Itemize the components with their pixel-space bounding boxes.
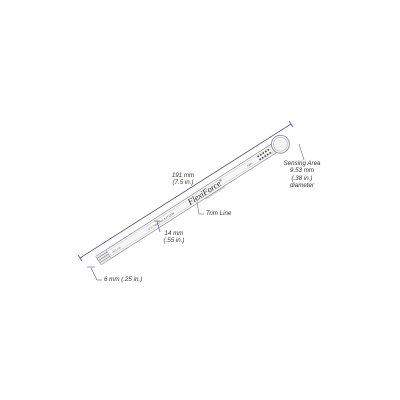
length-in: (7.5 in.): [172, 179, 194, 187]
trim-line-label: Trim Line: [206, 210, 232, 217]
length-label: 191 mm (7.5 in.): [168, 172, 198, 187]
model-code: A201: [246, 161, 254, 168]
pin-width-label: 6 mm (.25 in.): [104, 276, 143, 283]
sensing-title: Sensing Area: [283, 160, 321, 167]
sensing-area-callout: [298, 143, 305, 161]
width-dimension: [154, 220, 161, 233]
sensing-area-circle: [270, 134, 290, 154]
width-label: 14 mm (.55 in.): [159, 230, 189, 245]
sensing-area-label: Sensing Area 9.53 mm (.38 in.) diameter: [280, 160, 324, 190]
sensing-unit: diameter: [289, 182, 315, 190]
trim-line-callout: [196, 201, 204, 215]
width-mm: 14 mm: [164, 230, 184, 237]
pin-dimension: [87, 266, 102, 281]
width-in: (.55 in.): [163, 237, 185, 245]
connector-pins: [95, 249, 112, 266]
length-dimension: [77, 120, 294, 262]
sensor-strip: FlexiForce® TEKSCAN FORCE SENSOR A201 U.…: [95, 134, 290, 266]
trademark-symbol: ®: [218, 177, 223, 183]
part-code: DMS 3 05: [112, 247, 122, 254]
trace-marks: [257, 148, 272, 161]
length-mm: 191 mm: [171, 172, 195, 179]
sensing-mm: 9.53 mm: [289, 167, 315, 175]
sensing-in: (.38 in.): [291, 174, 313, 182]
